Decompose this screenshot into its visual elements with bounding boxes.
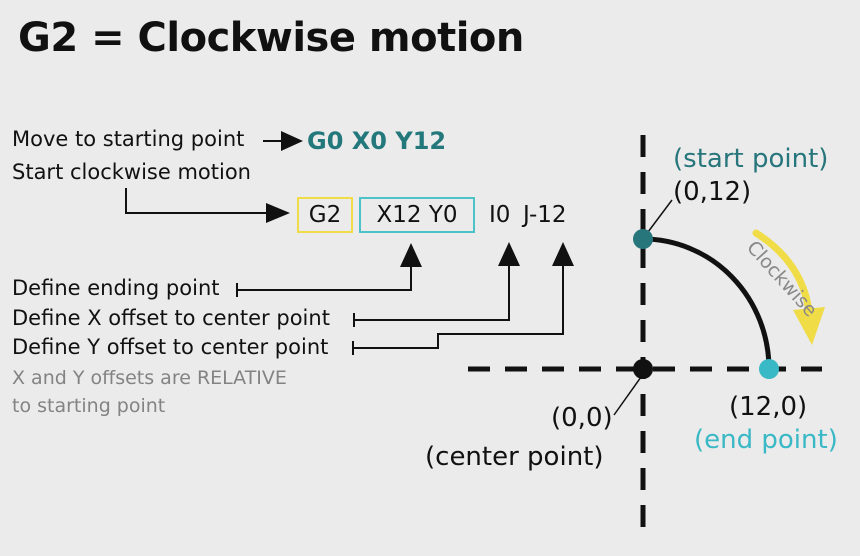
arrow-up-icon <box>353 242 520 327</box>
start-point-coord: (0,12) <box>673 177 752 207</box>
curved-arrow-icon <box>752 229 825 345</box>
move-label: Move to starting point <box>12 127 245 151</box>
xy-code: X12 Y0 <box>376 202 458 228</box>
arrow-right-icon <box>263 131 303 151</box>
j-offset-code: J-12 <box>523 202 567 228</box>
clockwise-arc <box>642 236 772 370</box>
center-point-coord: (0,0) <box>551 403 613 433</box>
move-code: G0 X0 Y12 <box>307 127 447 155</box>
center-point-label: (center point) <box>425 442 604 472</box>
end-point-label: (end point) <box>694 425 838 455</box>
start-point-label: (start point) <box>673 144 829 174</box>
define-x-label: Define X offset to center point <box>12 306 330 330</box>
start-leader-line <box>647 199 673 233</box>
page-title: G2 = Clockwise motion <box>18 15 524 61</box>
define-y-label: Define Y offset to center point <box>12 335 329 359</box>
i-offset-code: I0 <box>489 202 511 228</box>
end-point-dot <box>759 359 779 379</box>
center-point-dot <box>633 359 653 379</box>
note-line-2: to starting point <box>12 395 166 417</box>
end-point-coord: (12,0) <box>729 392 808 422</box>
arrow-up-icon <box>352 242 574 355</box>
start-point-dot <box>633 229 653 249</box>
start-clockwise-label: Start clockwise motion <box>12 160 251 184</box>
g2-code: G2 <box>308 202 342 228</box>
g2-code-box: G2 <box>297 197 353 233</box>
note-line-1: X and Y offsets are RELATIVE <box>12 367 287 389</box>
xy-code-box: X12 Y0 <box>359 197 475 233</box>
arrow-right-icon <box>125 188 290 223</box>
define-end-label: Define ending point <box>12 276 220 300</box>
arrow-up-icon <box>236 243 422 297</box>
center-leader-line <box>613 376 642 416</box>
